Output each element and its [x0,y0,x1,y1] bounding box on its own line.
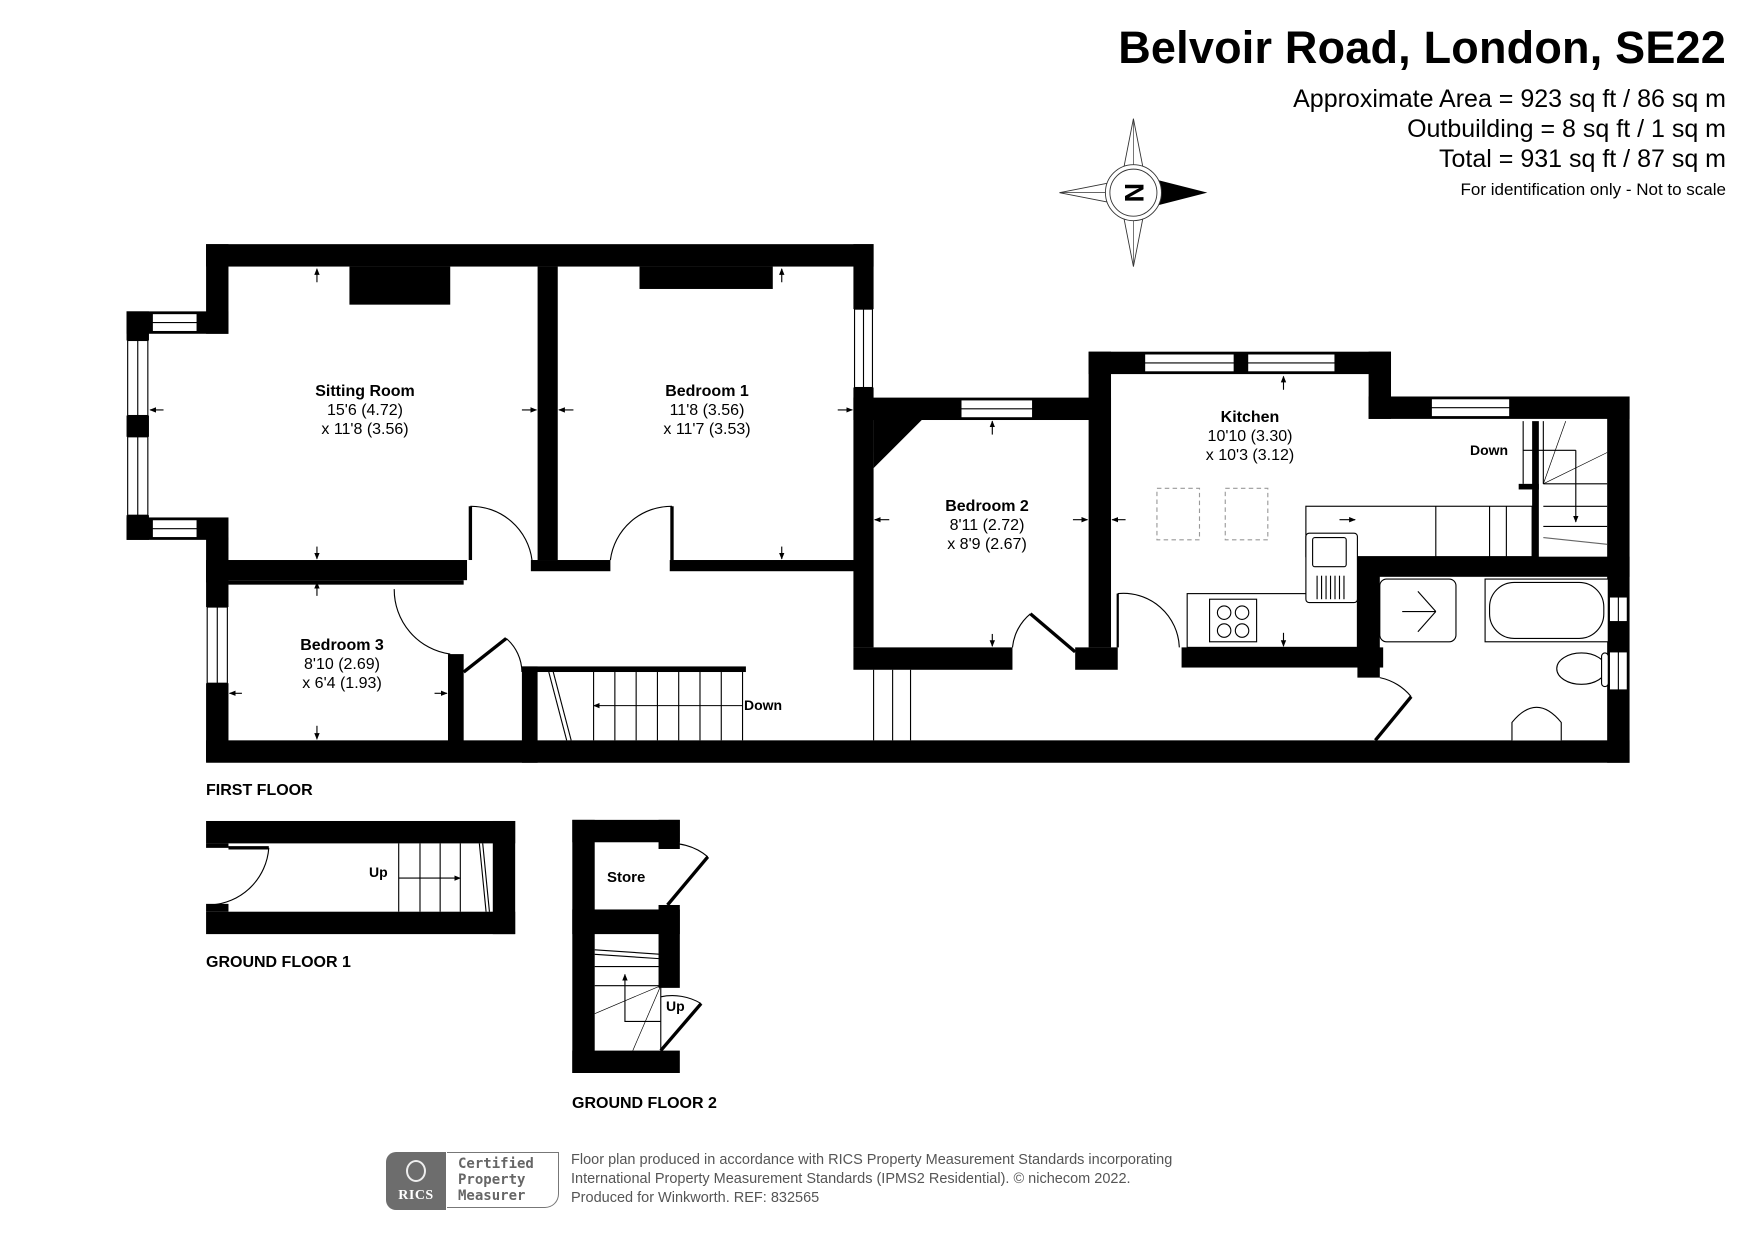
rics-lion-icon [406,1160,426,1182]
sink-drainer-icon [1316,575,1345,600]
total-area: Total = 931 sq ft / 87 sq m [1439,145,1726,173]
rics-logo: RICS [386,1152,446,1210]
stairs-kitchen [1522,421,1608,545]
room-dim1: 8'10 (2.69) [303,656,380,673]
room-label-bedroom-1: Bedroom 1 11'8 (3.56) x 11'7 (3.53) [663,382,750,439]
floor-label-ground-1: GROUND FLOOR 1 [206,954,351,971]
footer-line-3: Produced for Winkworth. REF: 832565 [571,1190,820,1206]
kitchen-units [1156,487,1533,648]
floor-label-ground-2: GROUND FLOOR 2 [572,1095,717,1112]
footer-line-1: Floor plan produced in accordance with R… [571,1152,1173,1168]
stairs-kitchen-down-label: Down [1470,442,1509,458]
room-label-bedroom-3: Bedroom 3 8'10 (2.69) x 6'4 (1.93) [300,636,384,693]
room-name: Sitting Room [315,383,415,400]
rics-logo-text: RICS [398,1188,434,1203]
svg-text:N: N [1119,183,1149,202]
stairs-ground2-up-label: Up [666,998,685,1014]
room-name: Bedroom 3 [300,637,384,654]
room-dim1: 8'11 (2.72) [949,517,1025,534]
outbuilding-area: Outbuilding = 8 sq ft / 1 sq m [1407,115,1726,143]
room-name: Bedroom 2 [945,498,1029,515]
dimension-arrows [149,268,1356,740]
room-dim2: x 10'3 (3.12) [1205,447,1295,464]
room-label-sitting-room: Sitting Room 15'6 (4.72) x 11'8 (3.56) [315,382,415,439]
compass-north-arrow-icon: N [1059,118,1208,267]
room-label-bedroom-2: Bedroom 2 8'11 (2.72) x 8'9 (2.67) [945,497,1029,554]
badge-line-1: Certified [458,1156,534,1172]
ground-floor-2-plan [572,819,710,1073]
badge-line-3: Measurer [458,1188,526,1204]
property-title: Belvoir Road, London, SE22 [1118,22,1726,73]
footer-line-2: International Property Measurement Stand… [571,1171,1131,1187]
room-name: Bedroom 1 [665,383,749,400]
doors [393,505,1413,742]
certified-property-measurer-badge: Certified Property Measurer [447,1152,559,1208]
room-label-store: Store [607,869,646,886]
floor-label-first: FIRST FLOOR [206,782,313,799]
room-dim2: x 11'8 (3.56) [321,421,409,438]
room-dim1: 11'8 (3.56) [669,402,745,419]
room-dim2: x 8'9 (2.67) [947,536,1027,553]
room-dim2: x 11'7 (3.53) [663,421,751,438]
room-label-kitchen: Kitchen 10'10 (3.30) x 10'3 (3.12) [1206,408,1294,465]
scale-disclaimer: For identification only - Not to scale [1460,180,1726,199]
stairs-first-floor [548,671,744,741]
stairs-down-label: Down [744,697,783,713]
ground-floor-1-plan [206,820,516,935]
bathroom-fittings [1379,578,1609,741]
opening-bedroom2 [873,669,912,741]
badge-line-2: Property [458,1172,526,1188]
room-dim1: 10'10 (3.30) [1207,428,1293,445]
first-floor-walls [126,244,1630,763]
room-dim2: x 6'4 (1.93) [302,675,382,692]
approximate-area: Approximate Area = 923 sq ft / 86 sq m [1293,85,1726,113]
footer-disclaimer: Floor plan produced in accordance with R… [571,1151,1172,1208]
room-name: Kitchen [1220,409,1280,426]
stairs-ground1-up-label: Up [369,864,388,880]
room-dim1: 15'6 (4.72) [326,402,403,419]
